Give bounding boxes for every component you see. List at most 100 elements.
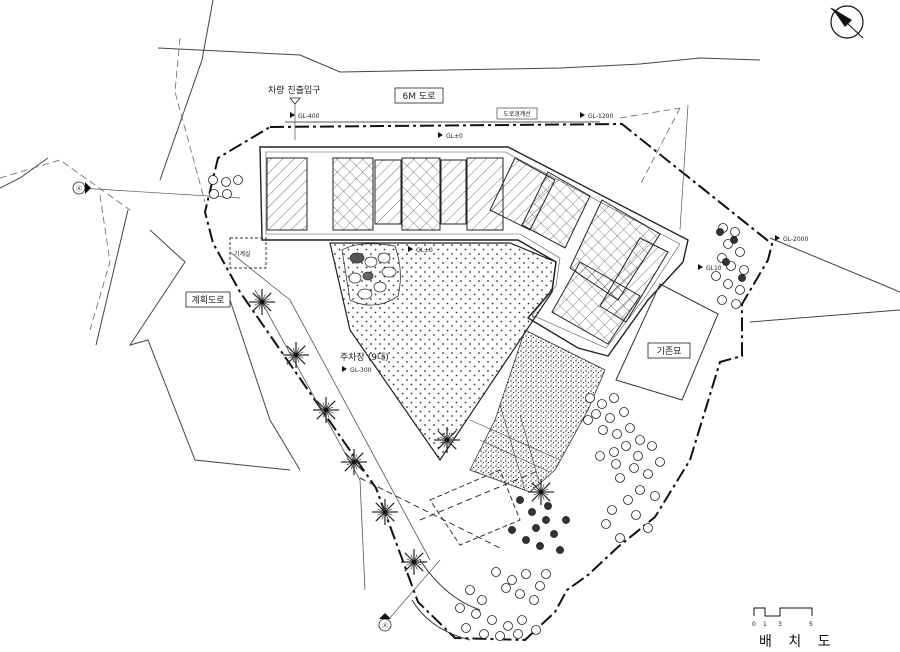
tree-circle-icon — [623, 495, 633, 505]
tree-circle-icon — [521, 569, 531, 579]
equipment-box — [229, 237, 267, 269]
tree-circle-icon — [585, 393, 595, 403]
tree-circle-icon — [619, 407, 629, 417]
gl-marker-2000: GL-2000 — [775, 235, 809, 243]
shrub-dark-icon — [562, 516, 570, 524]
tree-circle-icon — [612, 429, 622, 439]
gl-marker-0-mid: GL±0 — [408, 246, 433, 254]
tree-circle-icon — [507, 575, 517, 585]
tree-circle-icon — [605, 413, 615, 423]
tree-circle-icon — [455, 603, 465, 613]
tree-circle-icon — [621, 441, 631, 451]
palm-tree-icon — [283, 342, 309, 368]
shrub-dark-icon — [542, 516, 550, 524]
scale-tick-5: 5 — [809, 621, 813, 628]
north-arrow-icon — [830, 5, 864, 39]
svg-text:GL-2000: GL-2000 — [783, 236, 809, 243]
building-modules — [266, 157, 669, 345]
shrub-dark-icon — [528, 508, 536, 516]
tree-circle-icon — [477, 595, 487, 605]
planned-road-label: 계획도로 — [185, 291, 231, 308]
tree-circle-icon — [515, 589, 525, 599]
tree-circle-icon — [609, 447, 619, 457]
tree-circle-icon — [209, 189, 219, 199]
context-lines — [0, 0, 900, 471]
tree-circle-icon — [501, 583, 511, 593]
tree-circle-icon — [625, 423, 635, 433]
tree-circle-icon — [535, 581, 545, 591]
tree-circle-icon — [631, 510, 641, 520]
section-marker-bottom: Ⓐ — [378, 613, 392, 632]
gl-markers: GL-400 GL-1200 GL±0 GL±0 GL-2000 GL10 GL… — [290, 112, 809, 374]
tree-circle-icon — [491, 567, 501, 577]
shrub-dark-icon — [716, 228, 724, 236]
scale-tick-3: 3 — [778, 621, 782, 628]
svg-text:GL±0: GL±0 — [416, 247, 433, 254]
planned-road-text: 계획도로 — [191, 294, 224, 306]
tree-circle-icon — [735, 285, 745, 295]
tree-circle-icon — [643, 523, 653, 533]
tree-circle-icon — [635, 485, 645, 495]
shrub-dark-icon — [730, 236, 738, 244]
shrub-dark-icon — [738, 274, 746, 282]
tree-circle-icon — [739, 265, 749, 275]
tree-circle-icon — [611, 459, 621, 469]
tree-circle-icon — [517, 615, 527, 625]
scale-tick-0: 0 — [752, 621, 756, 628]
tree-circle-icon — [711, 271, 721, 281]
tree-circle-icon — [607, 505, 617, 515]
tree-circle-icon — [635, 435, 645, 445]
svg-text:Ⓐ: Ⓐ — [76, 185, 82, 193]
paving-grid — [469, 404, 561, 491]
tree-circle-icon — [643, 469, 653, 479]
scale-bar: 0 1 3 5 배 치 도 — [752, 607, 837, 650]
tree-circles — [208, 175, 749, 641]
gl-marker-1200: GL-1200 — [580, 112, 614, 120]
tree-circle-icon — [633, 451, 643, 461]
tree-circle-icon — [479, 629, 489, 639]
boundary-line-label: 도로경계선 — [496, 107, 538, 120]
tree-circle-icon — [465, 585, 475, 595]
tree-circle-icon — [221, 177, 231, 187]
scale-tick-1: 1 — [763, 621, 767, 628]
guide-lines — [79, 104, 689, 621]
tree-stars — [249, 289, 554, 575]
shrub-dark-icon — [722, 258, 730, 266]
tree-circle-icon — [222, 189, 232, 199]
svg-text:GL-400: GL-400 — [298, 113, 320, 120]
tree-circle-icon — [723, 239, 733, 249]
shrub-dark-icon — [544, 502, 552, 510]
tree-circle-icon — [723, 279, 733, 289]
tree-circle-icon — [735, 247, 745, 257]
road-6m-text: 6M 도로 — [403, 92, 436, 102]
svg-text:GL-300: GL-300 — [350, 367, 372, 374]
section-marker-left: Ⓐ — [72, 181, 91, 195]
boundary-line-text: 도로경계선 — [503, 110, 531, 118]
shrub-dark-icon — [536, 542, 544, 550]
gl-marker-10: GL10 — [698, 264, 722, 272]
palm-tree-icon — [401, 549, 427, 575]
palm-tree-icon — [434, 427, 460, 453]
gl-marker-0-top: GL±0 — [438, 132, 463, 140]
tree-circle-icon — [541, 569, 551, 579]
tree-circle-icon — [629, 463, 639, 473]
paving-area — [469, 329, 606, 493]
tree-circle-icon — [730, 227, 740, 237]
tree-circle-icon — [609, 393, 619, 403]
tree-circle-icon — [208, 175, 218, 185]
tree-circle-icon — [513, 629, 523, 639]
building-block — [259, 146, 689, 357]
driveway — [359, 469, 541, 641]
tree-circle-icon — [583, 415, 593, 425]
parking-area — [329, 242, 557, 462]
stone-garden — [341, 243, 401, 306]
tree-circle-icon — [503, 621, 513, 631]
vehicle-entrance-label: 차량 진출입구 — [268, 84, 321, 96]
svg-text:GL10: GL10 — [706, 265, 722, 272]
palm-tree-icon — [528, 479, 554, 505]
svg-text:GL±0: GL±0 — [446, 133, 463, 140]
gl-marker-300: GL-300 — [342, 366, 372, 374]
drawing-title: 배 치 도 — [759, 634, 837, 650]
entrance-triangle-icon — [289, 97, 301, 105]
